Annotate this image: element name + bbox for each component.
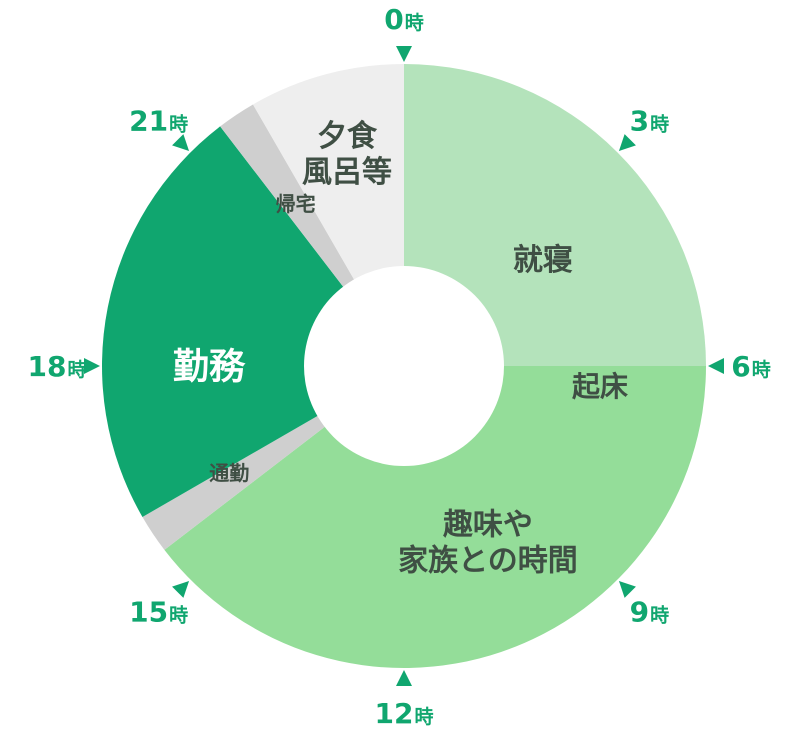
segment-label-line: 家族との時間 [398,544,578,579]
segment-label-4: 通勤 [209,461,249,485]
segment-label-6: 帰宅 [276,192,316,216]
hour-ticks: 0時 3時 6時 9時 12時 15時 18時 21時 [28,3,771,730]
hour-tick-label: 21時 [129,105,188,138]
hour-tick-marker [172,580,190,598]
hour-tick-label: 0時 [384,3,424,36]
segment-label-line: 勤務 [173,347,246,388]
segment-label-7: 夕食風呂等 [302,119,392,190]
segment-label-3: 趣味や家族との時間 [398,508,578,579]
hour-tick-label: 9時 [630,595,670,628]
hour-tick-label: 18時 [28,350,87,383]
hour-tick-marker [172,134,190,152]
hour-tick-marker [396,670,412,686]
segment-1 [404,64,706,366]
segment-label-line: 起床 [572,370,628,403]
hour-tick-marker [84,358,100,374]
segment-3 [164,366,706,668]
segment-label-5: 勤務 [173,347,246,388]
segment-label-2: 起床 [572,370,628,403]
segment-label-line: 趣味や [443,508,533,543]
segment-label-line: 風呂等 [302,155,392,190]
donut-hole [304,266,504,466]
hour-tick-marker [396,46,412,62]
segment-label-line: 通勤 [209,461,249,485]
hour-tick-label: 12時 [375,697,434,730]
hour-tick-marker [618,134,636,152]
segment-label-1: 就寝 [513,243,573,278]
hour-tick-marker [708,358,724,374]
hour-tick-label: 3時 [630,105,670,138]
segment-label-line: 夕食 [317,119,378,154]
hour-tick-marker [618,580,636,598]
segment-label-line: 就寝 [513,243,573,278]
hour-tick-label: 15時 [129,595,188,628]
hour-tick-label: 6時 [731,350,771,383]
segment-label-line: 帰宅 [276,192,316,216]
segment-5 [101,126,404,517]
